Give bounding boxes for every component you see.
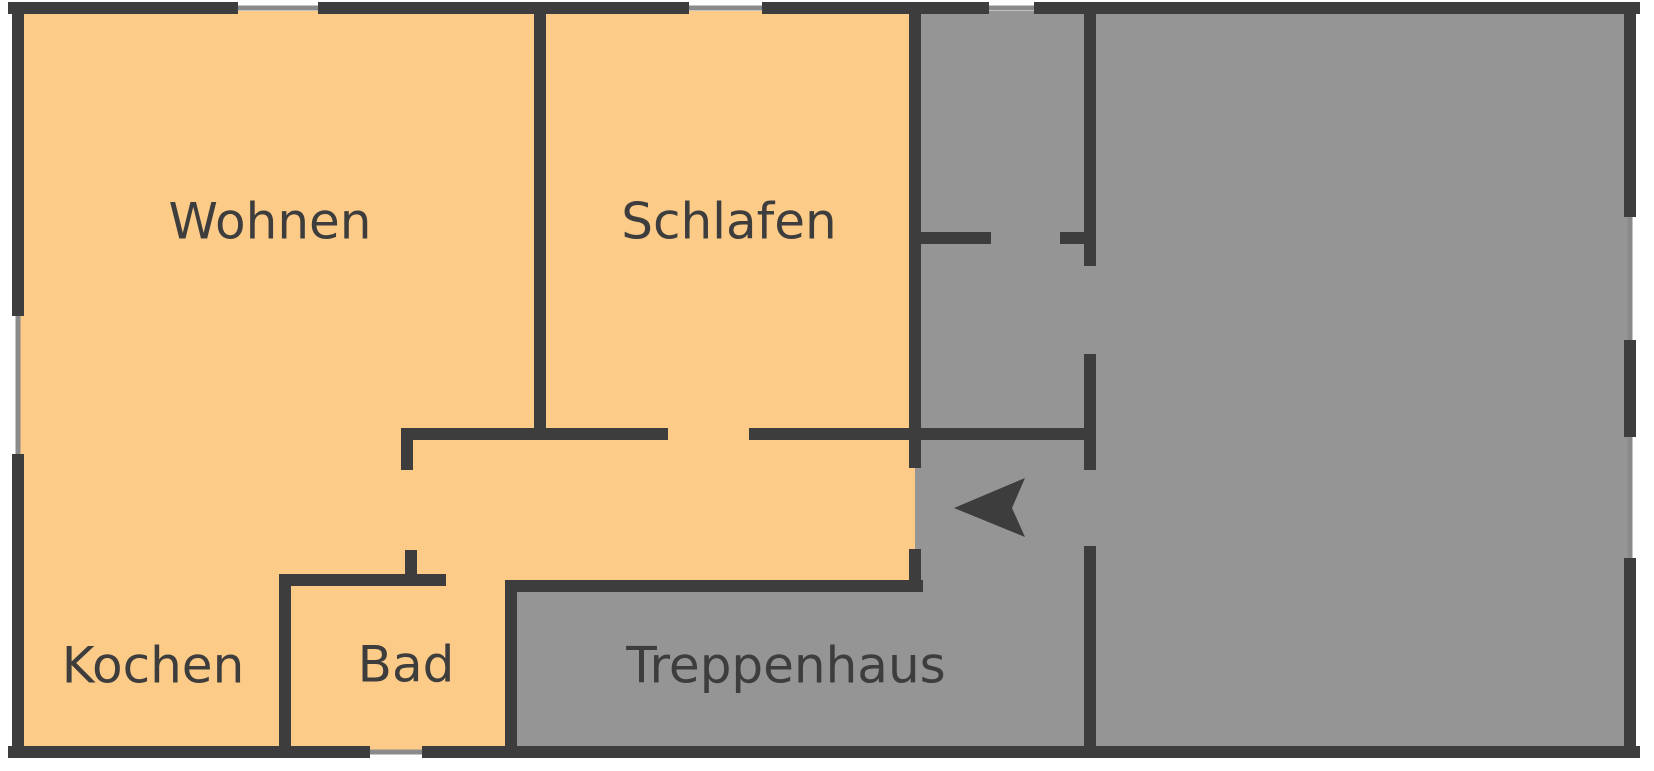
common-area (511, 11, 1628, 750)
windows (15, 5, 1633, 755)
room-label-kochen: Kochen (62, 637, 245, 695)
arrow-left-icon (954, 478, 1025, 537)
apartment-area (16, 11, 915, 750)
room-label-treppenhaus: Treppenhaus (625, 637, 945, 695)
walls (8, 2, 1640, 758)
room-label-wohnen: Wohnen (169, 193, 372, 251)
room-label-schlafen: Schlafen (621, 193, 837, 251)
room-label-bad: Bad (358, 636, 455, 694)
